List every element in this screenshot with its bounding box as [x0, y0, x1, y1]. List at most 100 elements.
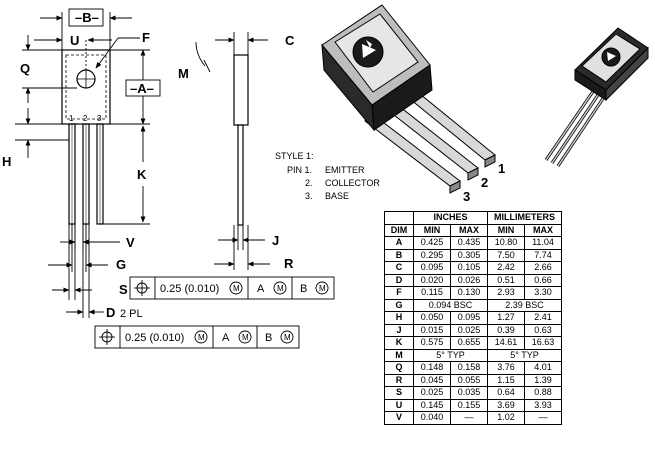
dimension-d [66, 224, 104, 318]
dim-label-c: C [285, 33, 295, 48]
table-cell: 0.148 [413, 361, 451, 375]
dimension-r [214, 225, 270, 270]
dimension-f [95, 37, 140, 69]
dimension-j [218, 225, 265, 250]
table-cell: 2.42 [487, 261, 525, 275]
table-cell: R [384, 373, 414, 387]
style-title: STYLE 1: [275, 151, 314, 161]
table-cell: F [384, 286, 414, 300]
dimension-b [40, 8, 132, 50]
table-cell: D [384, 273, 414, 287]
style-pin-3-name: BASE [325, 191, 349, 201]
package-3d-large [321, 4, 496, 194]
table-cell: 0.095 [413, 261, 451, 275]
table-header-dim: DIM [384, 223, 414, 237]
table-cell: 5° TYP [413, 348, 488, 362]
dimension-q [22, 35, 77, 103]
front-view [61, 49, 111, 225]
fcf-upper-tolerance: 0.25 (0.010) [160, 283, 219, 295]
table-cell: 14.61 [487, 336, 525, 350]
fcf-upper-datum-b: B [300, 283, 307, 295]
dim-label-q: Q [20, 61, 30, 76]
dim-label-s: S [119, 282, 128, 297]
table-cell: C [384, 261, 414, 275]
table-cell: 3.76 [487, 361, 525, 375]
table-group-header-millimeters: MILLIMETERS [487, 211, 562, 225]
dim-label-u: U [70, 33, 79, 48]
mmc-icon [315, 281, 329, 295]
table-cell: 0.66 [524, 273, 562, 287]
mmc-icon [194, 330, 208, 344]
table-cell: 0.655 [450, 336, 488, 350]
table-cell: G [384, 298, 414, 312]
table-cell: 0.095 [450, 311, 488, 325]
table-cell: 0.64 [487, 386, 525, 400]
style-pin-3-label: 3. [305, 191, 313, 201]
table-cell: 1.27 [487, 311, 525, 325]
table-cell: — [524, 411, 562, 425]
table-cell: 0.305 [450, 248, 488, 262]
table-cell: 7.50 [487, 248, 525, 262]
dim-label-f: F [142, 30, 150, 45]
dim-label-d-suffix: 2 PL [120, 308, 143, 320]
table-cell: A [384, 236, 414, 250]
mmc-letter: M [242, 333, 249, 342]
table-cell: B [384, 248, 414, 262]
table-cell: 0.435 [450, 236, 488, 250]
style-pin-1-name: EMITTER [325, 165, 365, 175]
dim-label-v: V [126, 235, 135, 250]
table-cell: 0.040 [413, 411, 451, 425]
table-cell: 0.130 [450, 286, 488, 300]
package-body-inner [65, 54, 107, 120]
pin-number-1: 1 [69, 114, 74, 123]
dimension-m [195, 41, 211, 73]
feature-control-frame-lower [94, 325, 300, 349]
table-cell: 0.575 [413, 336, 451, 350]
dimension-k [103, 123, 150, 225]
fcf-lower-datum-b: B [265, 332, 272, 344]
table-cell: 0.51 [487, 273, 525, 287]
dim-label-b: –B– [75, 10, 99, 25]
table-cell: 0.026 [450, 273, 488, 287]
table-cell: 0.39 [487, 323, 525, 337]
dim-label-j: J [272, 233, 279, 248]
table-cell: 1.39 [524, 373, 562, 387]
table-cell: 0.425 [413, 236, 451, 250]
table-cell: 0.025 [450, 323, 488, 337]
pin-number-2: 2 [83, 114, 88, 123]
table-cell: 0.045 [413, 373, 451, 387]
table-cell: V [384, 411, 414, 425]
mmc-letter: M [319, 284, 326, 293]
table-header-in-max: MAX [450, 223, 488, 237]
mmc-letter: M [198, 333, 205, 342]
mmc-icon [238, 330, 252, 344]
table-cell: 0.020 [413, 273, 451, 287]
style-pin-1-label: PIN 1. [287, 165, 312, 175]
table-cell: 16.63 [524, 336, 562, 350]
table-cell: 2.41 [524, 311, 562, 325]
table-cell: 0.055 [450, 373, 488, 387]
mmc-letter: M [233, 284, 240, 293]
dimension-h [15, 108, 69, 158]
table-cell: 0.050 [413, 311, 451, 325]
table-column-header-row: DIM MIN MAX MIN MAX [384, 223, 562, 237]
table-cell: 1.15 [487, 373, 525, 387]
table-cell: 0.295 [413, 248, 451, 262]
table-cell: 3.93 [524, 398, 562, 412]
table-cell: 2.93 [487, 286, 525, 300]
dimension-table: INCHES MILLIMETERS DIM MIN MAX MIN MAX A… [384, 211, 562, 425]
table-group-header-row: INCHES MILLIMETERS [384, 211, 562, 225]
table-cell: 3.69 [487, 398, 525, 412]
table-header-mm-min: MIN [487, 223, 525, 237]
